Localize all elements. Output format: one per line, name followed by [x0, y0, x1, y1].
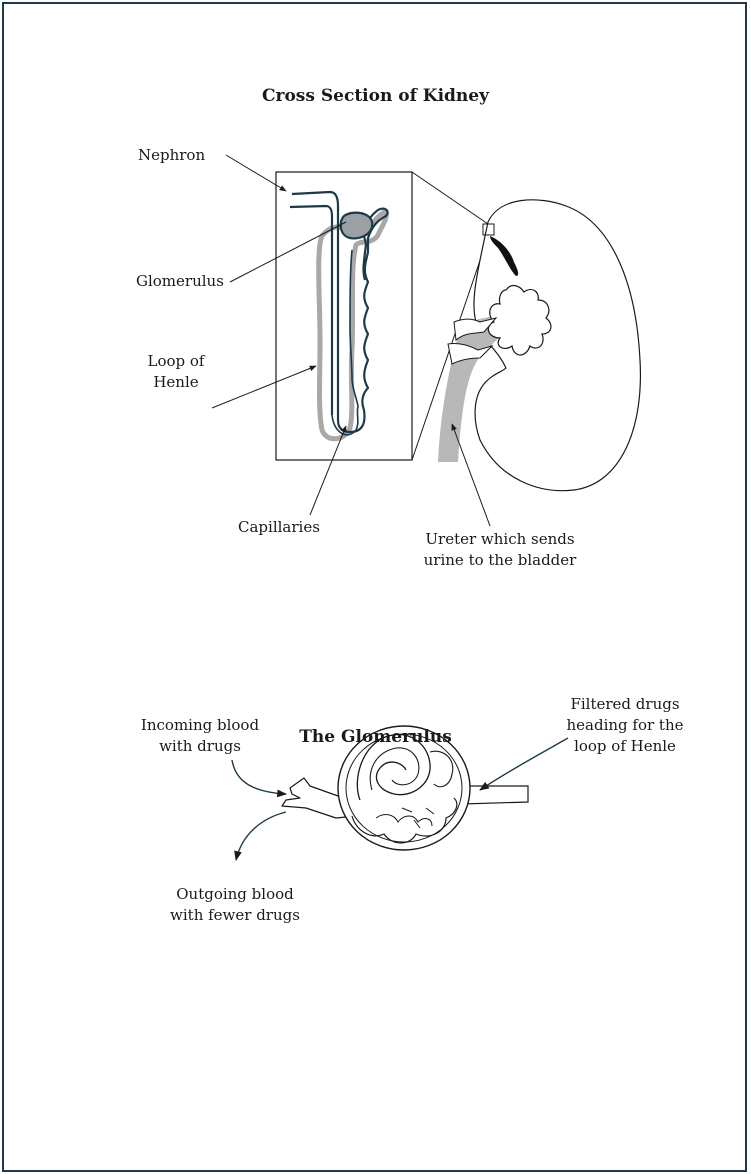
- filtered-drugs-label: Filtered drugs heading for the loop of H…: [545, 694, 705, 757]
- outgoing-arrow: [236, 812, 286, 860]
- incoming-blood-label-line1: Incoming blood: [120, 715, 280, 736]
- nephron-pointer: [226, 155, 286, 191]
- filtered-drugs-label-line3: loop of Henle: [545, 736, 705, 757]
- loop-of-henle-pointer: [212, 366, 316, 408]
- outgoing-blood-label-line2: with fewer drugs: [155, 905, 315, 926]
- incoming-arrow: [232, 760, 286, 794]
- glomerulus-pointer: [230, 222, 346, 282]
- incoming-blood-label: Incoming blood with drugs: [120, 715, 280, 757]
- nephron-tubule-inner: [290, 206, 332, 415]
- outgoing-blood-label-line1: Outgoing blood: [155, 884, 315, 905]
- filtered-drugs-label-line2: heading for the: [545, 715, 705, 736]
- zoom-line-top: [412, 172, 488, 224]
- glomerulus-capsule: [341, 213, 373, 239]
- outgoing-blood-label: Outgoing blood with fewer drugs: [155, 884, 315, 926]
- incoming-blood-label-line2: with drugs: [120, 736, 280, 757]
- filtered-drugs-label-line1: Filtered drugs: [545, 694, 705, 715]
- capillary-loop: [319, 211, 387, 439]
